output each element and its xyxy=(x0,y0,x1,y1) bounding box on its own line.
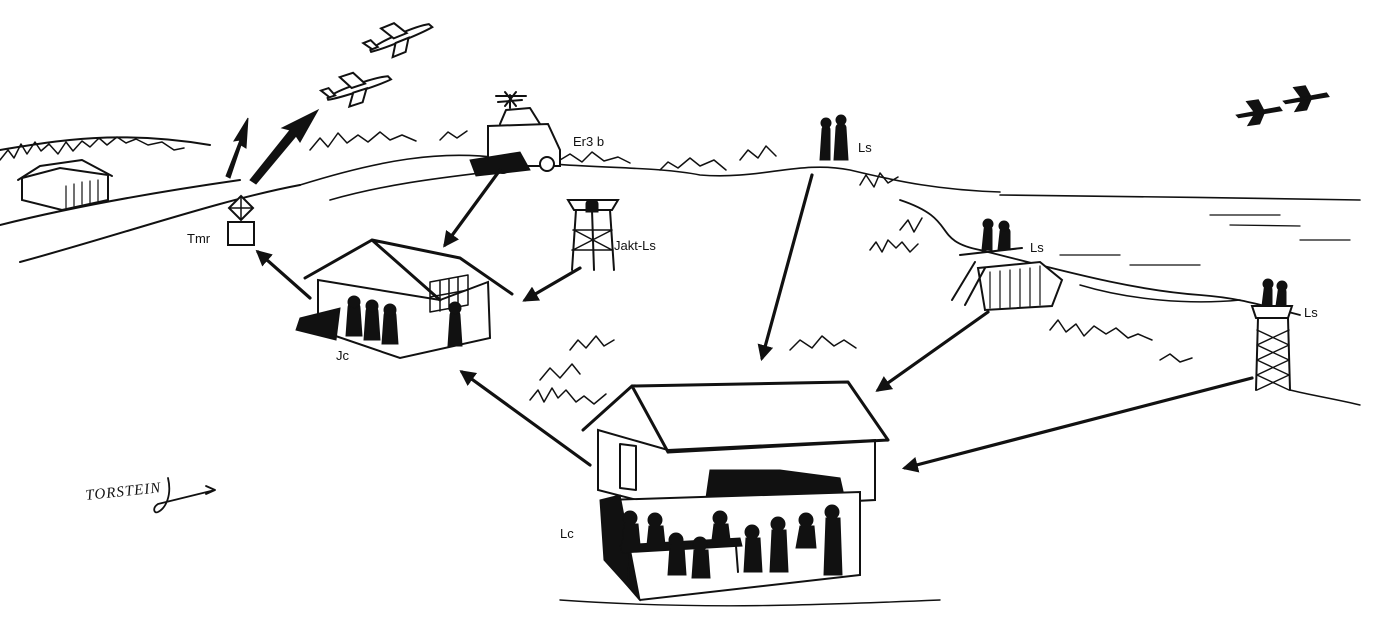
plane-icon xyxy=(361,22,434,59)
operators-group xyxy=(621,504,843,579)
bomber-icon xyxy=(1282,85,1330,113)
coastal-observation-tower xyxy=(1250,278,1294,391)
label-ls-hill: Ls xyxy=(858,140,872,155)
hill-observers xyxy=(819,114,849,161)
label-jakt-ls: Jakt-Ls xyxy=(614,238,656,253)
transmitter-station xyxy=(225,108,320,246)
radar-truck xyxy=(469,91,561,177)
label-ls-tower: Ls xyxy=(1304,305,1318,320)
radio-signal-icon xyxy=(249,108,320,185)
arrow xyxy=(757,173,814,362)
reporting-arrows xyxy=(255,168,1254,473)
arrow xyxy=(875,310,990,392)
arrow xyxy=(255,249,312,300)
radio-signal-icon xyxy=(225,117,249,179)
plane-icon xyxy=(318,71,393,109)
arrow xyxy=(459,370,592,467)
artist-signature: TORSTEIN xyxy=(85,477,216,514)
label-lc: Lc xyxy=(560,526,574,541)
fighter-observation-tower xyxy=(566,199,620,271)
signature-text: TORSTEIN xyxy=(85,480,162,504)
landscape xyxy=(0,136,1361,607)
arrow xyxy=(522,266,582,302)
air-control-center xyxy=(581,380,890,602)
shore-observation-hut xyxy=(951,218,1064,312)
vegetation xyxy=(0,130,1193,405)
bomber-icon xyxy=(1235,99,1283,127)
label-radar: Er3 b xyxy=(573,134,604,149)
label-tmr: Tmr xyxy=(187,231,211,246)
arrow xyxy=(901,376,1254,473)
label-jc: Jc xyxy=(336,348,350,363)
airfield-hangar xyxy=(17,159,113,212)
label-ls-shore: Ls xyxy=(1030,240,1044,255)
fighter-control-building xyxy=(295,238,514,360)
arrow xyxy=(443,168,502,248)
aircraft-group xyxy=(318,22,1330,127)
